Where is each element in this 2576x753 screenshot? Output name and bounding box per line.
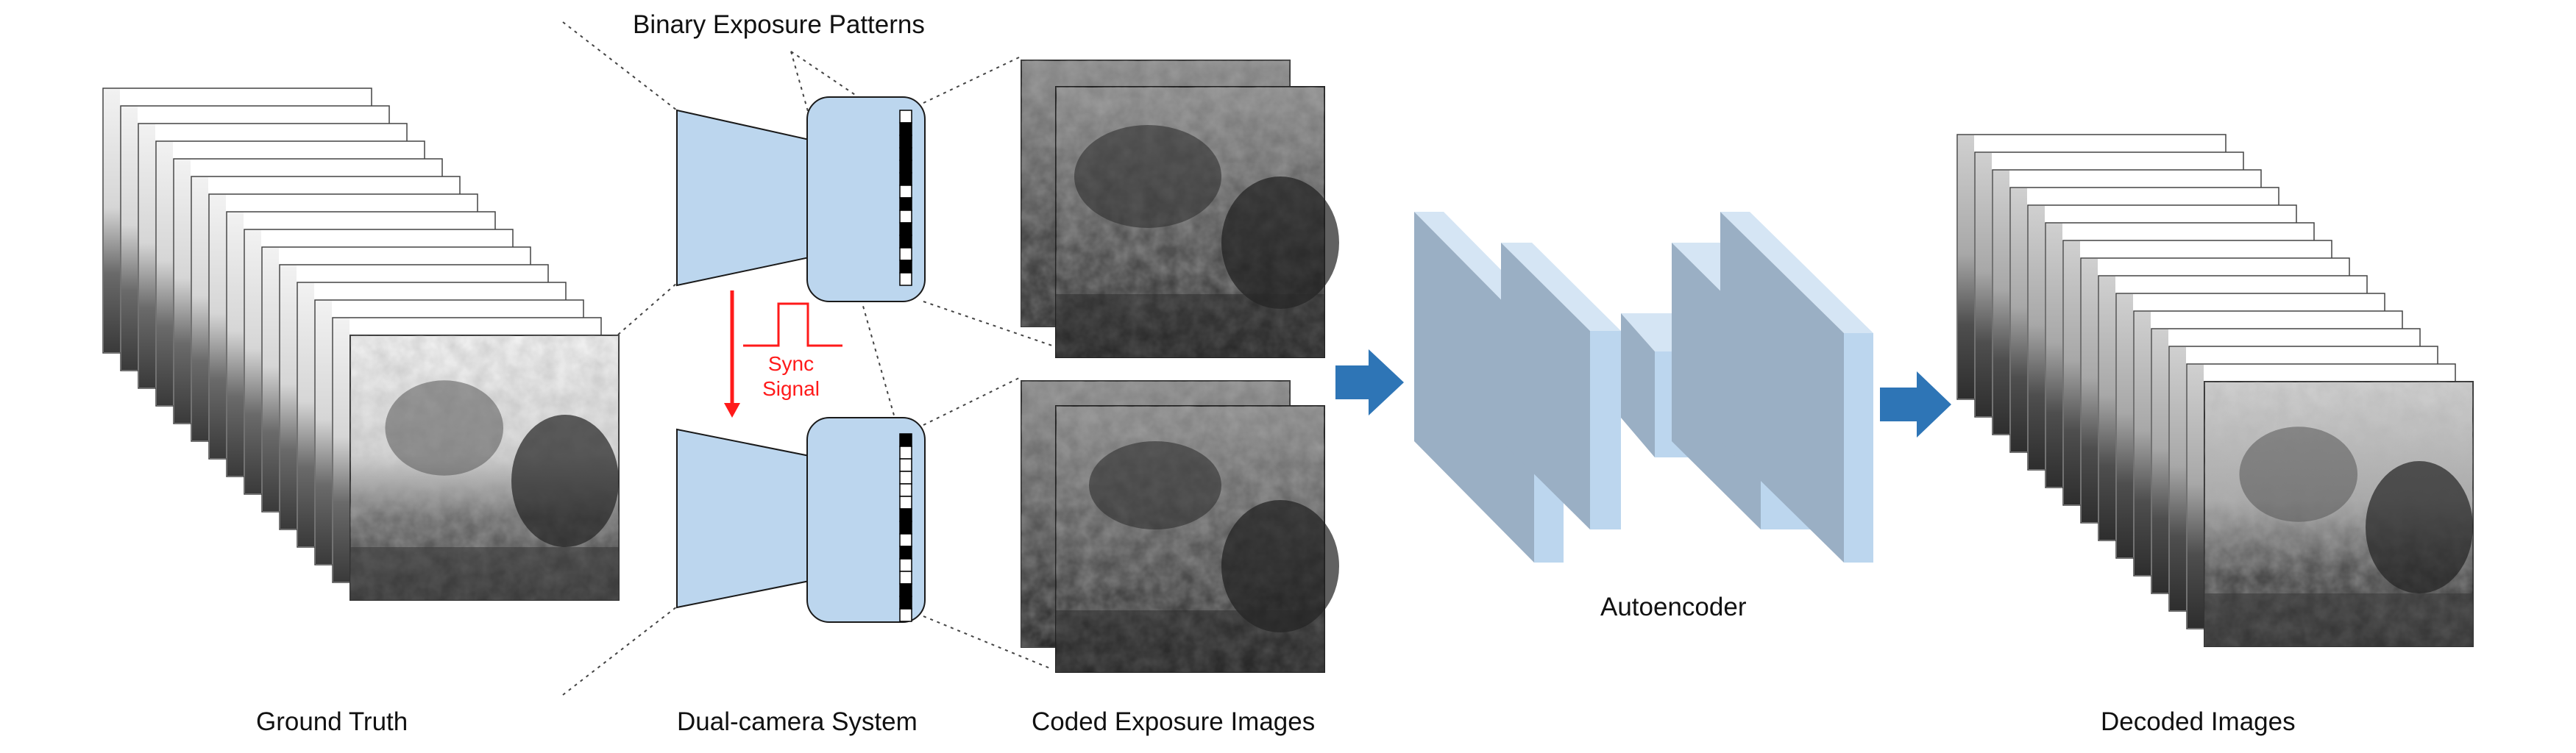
- coded-exposure-images-label: Coded Exposure Images: [1032, 707, 1316, 736]
- exposure-bit: [899, 122, 912, 136]
- decoded-images-label: Decoded Images: [2101, 707, 2296, 736]
- projection-line: [923, 57, 1020, 104]
- camera-top: [676, 96, 926, 302]
- exposure-bit: [899, 596, 912, 610]
- exposure-pattern-top: [899, 110, 912, 286]
- projection-line: [562, 606, 678, 696]
- sync-signal-label: Sync Signal: [758, 351, 824, 402]
- exposure-bit: [899, 135, 912, 149]
- exposure-bit: [899, 558, 912, 572]
- exposure-bit: [899, 247, 912, 261]
- coded-image-top-pair: [1021, 60, 1339, 358]
- camera-bottom-body: [806, 417, 926, 623]
- exposure-bit: [899, 496, 912, 510]
- dual-camera-label: Dual-camera System: [677, 707, 918, 736]
- sync-label-line1: Sync: [767, 352, 815, 375]
- ground-truth-label: Ground Truth: [256, 707, 408, 736]
- exposure-bit: [899, 546, 912, 560]
- sync-label-line2: Signal: [762, 377, 820, 400]
- exposure-bit: [899, 533, 912, 547]
- projection-line: [617, 282, 678, 335]
- exposure-bit: [899, 160, 912, 174]
- front-frame-image: [2204, 381, 2474, 647]
- ground-truth-frame-stack: [102, 88, 620, 601]
- exposure-bit: [899, 147, 912, 161]
- exposure-bit: [899, 185, 912, 199]
- exposure-bit: [899, 433, 912, 447]
- exposure-bit: [899, 260, 912, 274]
- exposure-bit: [899, 172, 912, 186]
- exposure-pattern-bottom: [899, 433, 912, 622]
- decoded-frame-stack: [1956, 134, 2474, 647]
- exposure-bit: [899, 521, 912, 535]
- exposure-bit: [899, 446, 912, 460]
- projection-line: [923, 615, 1053, 670]
- sync-pulse-icon: [743, 302, 842, 347]
- exposure-bit: [899, 197, 912, 211]
- exposure-bit: [899, 571, 912, 585]
- exposure-bit: [899, 583, 912, 597]
- camera-top-body: [806, 96, 926, 302]
- binary-exposure-patterns-title: Binary Exposure Patterns: [633, 10, 925, 39]
- camera-bottom: [676, 417, 926, 623]
- arrow-to-decoded-icon: [1880, 371, 1951, 438]
- exposure-bit: [899, 483, 912, 497]
- exposure-bit: [899, 471, 912, 485]
- exposure-bit: [899, 458, 912, 472]
- encoder-layer-2: [1501, 243, 1621, 529]
- coded-image-bottom-pair: [1021, 380, 1339, 673]
- exposure-bit: [899, 235, 912, 249]
- camera-bottom-lens: [676, 428, 810, 609]
- exposure-bit: [899, 608, 912, 622]
- projection-line: [923, 377, 1020, 426]
- exposure-bit: [899, 508, 912, 522]
- camera-top-lens: [676, 109, 810, 287]
- arrow-to-autoencoder-icon: [1335, 349, 1404, 415]
- decoder-layer-2: [1720, 212, 1873, 563]
- projection-line: [562, 21, 678, 111]
- exposure-bit: [899, 222, 912, 236]
- sync-arrow: [724, 290, 740, 418]
- front-frame-image: [350, 335, 620, 601]
- autoencoder-network: [1414, 212, 1873, 563]
- exposure-bit: [899, 272, 912, 286]
- exposure-bit: [899, 110, 912, 124]
- autoencoder-label: Autoencoder: [1600, 593, 1747, 621]
- projection-line: [923, 301, 1053, 346]
- exposure-bit: [899, 210, 912, 224]
